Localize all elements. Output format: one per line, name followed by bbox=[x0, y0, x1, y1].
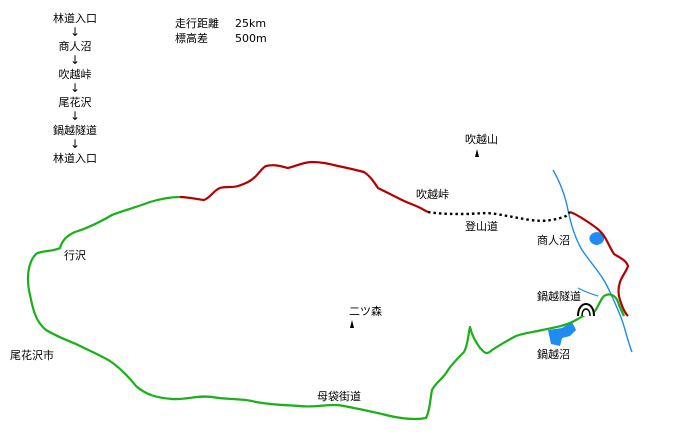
route-step: 鍋越隧道 bbox=[53, 124, 97, 137]
tunnel-icon bbox=[577, 302, 595, 317]
place-label-fukikoshi-toge: 吹越峠 bbox=[416, 188, 449, 201]
futatsumori-mountain-peak-icon bbox=[350, 320, 354, 328]
route-step: 林道入口 bbox=[53, 12, 97, 25]
route-step: 吹越峠 bbox=[58, 68, 92, 81]
place-label-futatsumori: 二ツ森 bbox=[349, 305, 382, 318]
place-label-obanazawa-city: 尾花沢市 bbox=[10, 349, 54, 362]
mountain-trail bbox=[427, 210, 571, 222]
route-stats: 走行距離 25km 標高差 500m bbox=[175, 16, 267, 46]
place-label-gyozawa: 行沢 bbox=[64, 249, 86, 262]
down-arrow-icon: ↓ bbox=[69, 81, 81, 95]
river-tributary bbox=[577, 287, 599, 297]
distance-value: 25km bbox=[235, 17, 267, 30]
distance-label: 走行距離 bbox=[175, 17, 219, 30]
forest-road-west bbox=[179, 160, 429, 213]
river bbox=[552, 169, 633, 353]
nabekoshi-pond-icon bbox=[548, 322, 576, 346]
route-sequence: 林道入口 ↓ 商人沼 ↓ 吹越峠 ↓ 尾花沢 ↓ 鍋越隧道 ↓ 林道入口 bbox=[50, 12, 100, 165]
akindonuma-pond-icon bbox=[589, 232, 605, 245]
elevation-label: 標高差 bbox=[175, 32, 208, 45]
place-label-fukikoshi-yama: 吹越山 bbox=[465, 133, 498, 146]
place-label-nabekoshi-numa: 鍋越沼 bbox=[537, 348, 570, 361]
place-label-akindonuma: 商人沼 bbox=[537, 234, 570, 247]
place-label-tozando: 登山道 bbox=[465, 220, 498, 233]
elevation-value: 500m bbox=[235, 32, 267, 45]
fukikoshi-yama-mountain-peak-icon bbox=[475, 149, 479, 157]
route-step: 林道入口 bbox=[53, 152, 97, 165]
forest-road-east bbox=[569, 210, 630, 317]
down-arrow-icon: ↓ bbox=[69, 137, 81, 151]
place-label-mofukuro-kaido: 母袋街道 bbox=[317, 390, 361, 403]
paved-road bbox=[26, 195, 625, 421]
route-step: 尾花沢 bbox=[58, 96, 92, 109]
route-step: 商人沼 bbox=[58, 40, 92, 53]
down-arrow-icon: ↓ bbox=[69, 53, 81, 67]
place-label-nabekoshi-tunnel: 鍋越隧道 bbox=[537, 290, 581, 303]
down-arrow-icon: ↓ bbox=[69, 25, 81, 39]
down-arrow-icon: ↓ bbox=[69, 109, 81, 123]
